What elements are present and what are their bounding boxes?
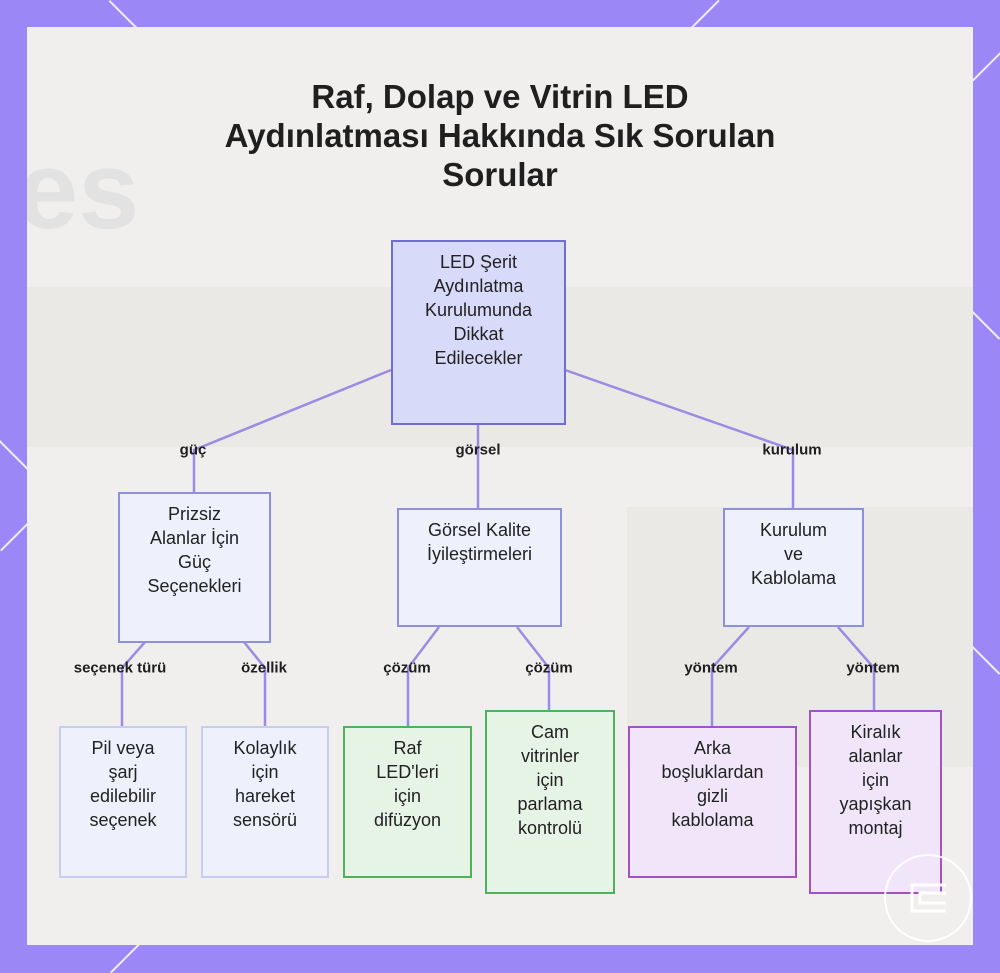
edge-label-hidden-cable: yöntem: [684, 660, 737, 677]
frame-line: [109, 0, 139, 30]
node-battery-line: Pil veya: [89, 736, 156, 760]
edge-root-install: [565, 370, 793, 508]
node-root-line: Dikkat: [425, 322, 532, 346]
node-adhesive-line: Kiralık: [839, 720, 911, 744]
edge-label-motion: özellik: [241, 660, 287, 677]
node-power: Prizsiz Alanlar İçin Güç Seçenekleri: [118, 492, 271, 643]
node-adhesive-line: yapışkan: [839, 792, 911, 816]
node-motion-line: için: [233, 760, 297, 784]
node-power-line: Seçenekleri: [147, 574, 241, 598]
node-install: Kurulum ve Kablolama: [723, 508, 864, 627]
node-hidden-cable-line: kablolama: [661, 808, 763, 832]
frame-line: [972, 52, 1000, 82]
node-glare-line: parlama: [517, 792, 582, 816]
node-glare-line: için: [517, 768, 582, 792]
edge-label-power: güç: [180, 442, 207, 459]
node-adhesive-line: alanlar: [839, 744, 911, 768]
node-power-line: Alanlar İçin: [147, 526, 241, 550]
node-power-line: Güç: [147, 550, 241, 574]
node-adhesive-line: montaj: [839, 816, 911, 840]
node-diffuser-line: Raf: [374, 736, 441, 760]
node-battery: Pil veya şarj edilebilir seçenek: [59, 726, 187, 878]
node-visual-line: İyileştirmeleri: [427, 542, 532, 566]
node-motion-line: hareket: [233, 784, 297, 808]
node-battery-line: edilebilir: [89, 784, 156, 808]
node-install-line: ve: [751, 542, 836, 566]
node-hidden-cable-line: boşluklardan: [661, 760, 763, 784]
brand-logo-mark: [906, 881, 950, 915]
diagram-panel: es Raf, Dolap ve Vitrin LED Aydınlatması…: [27, 27, 973, 945]
edge-label-battery: seçenek türü: [74, 660, 167, 677]
frame-line: [971, 310, 1000, 340]
edge-root-power: [194, 370, 391, 492]
node-install-line: Kurulum: [751, 518, 836, 542]
edge-label-diffuser: çözüm: [383, 660, 431, 677]
node-motion-line: Kolaylık: [233, 736, 297, 760]
node-glare-line: kontrolü: [517, 816, 582, 840]
edge-label-adhesive: yöntem: [846, 660, 899, 677]
frame-line: [690, 0, 720, 29]
node-diffuser-line: difüzyon: [374, 808, 441, 832]
node-diffuser-line: LED'leri: [374, 760, 441, 784]
node-visual: Görsel Kalite İyileştirmeleri: [397, 508, 562, 627]
frame-line: [110, 944, 140, 973]
node-adhesive-line: için: [839, 768, 911, 792]
node-glare: Cam vitrinler için parlama kontrolü: [485, 710, 615, 894]
node-hidden-cable-line: Arka: [661, 736, 763, 760]
node-root-line: Aydınlatma: [425, 274, 532, 298]
edge-visual-diffuser: [408, 627, 439, 726]
node-root: LED Şerit Aydınlatma Kurulumunda Dikkat …: [391, 240, 566, 425]
edge-power-motion: [244, 642, 265, 726]
edge-label-glare: çözüm: [525, 660, 573, 677]
edge-label-install: kurulum: [762, 442, 821, 459]
frame-line: [0, 440, 28, 470]
frame-line: [971, 645, 1000, 675]
node-install-line: Kablolama: [751, 566, 836, 590]
node-diffuser-line: için: [374, 784, 441, 808]
edge-label-visual: görsel: [455, 442, 500, 459]
node-diffuser: Raf LED'leri için difüzyon: [343, 726, 472, 878]
edge-power-battery: [122, 642, 145, 726]
edge-install-hidden: [712, 627, 749, 726]
frame-line: [0, 522, 30, 552]
node-motion-line: sensörü: [233, 808, 297, 832]
node-glare-line: vitrinler: [517, 744, 582, 768]
node-hidden-cable: Arka boşluklardan gizli kablolama: [628, 726, 797, 878]
node-root-line: Edilecekler: [425, 346, 532, 370]
node-visual-line: Görsel Kalite: [427, 518, 532, 542]
node-battery-line: seçenek: [89, 808, 156, 832]
node-hidden-cable-line: gizli: [661, 784, 763, 808]
node-glare-line: Cam: [517, 720, 582, 744]
node-root-line: LED Şerit: [425, 250, 532, 274]
node-battery-line: şarj: [89, 760, 156, 784]
node-power-line: Prizsiz: [147, 502, 241, 526]
node-motion: Kolaylık için hareket sensörü: [201, 726, 329, 878]
brand-logo-icon: [884, 854, 972, 942]
node-root-line: Kurulumunda: [425, 298, 532, 322]
